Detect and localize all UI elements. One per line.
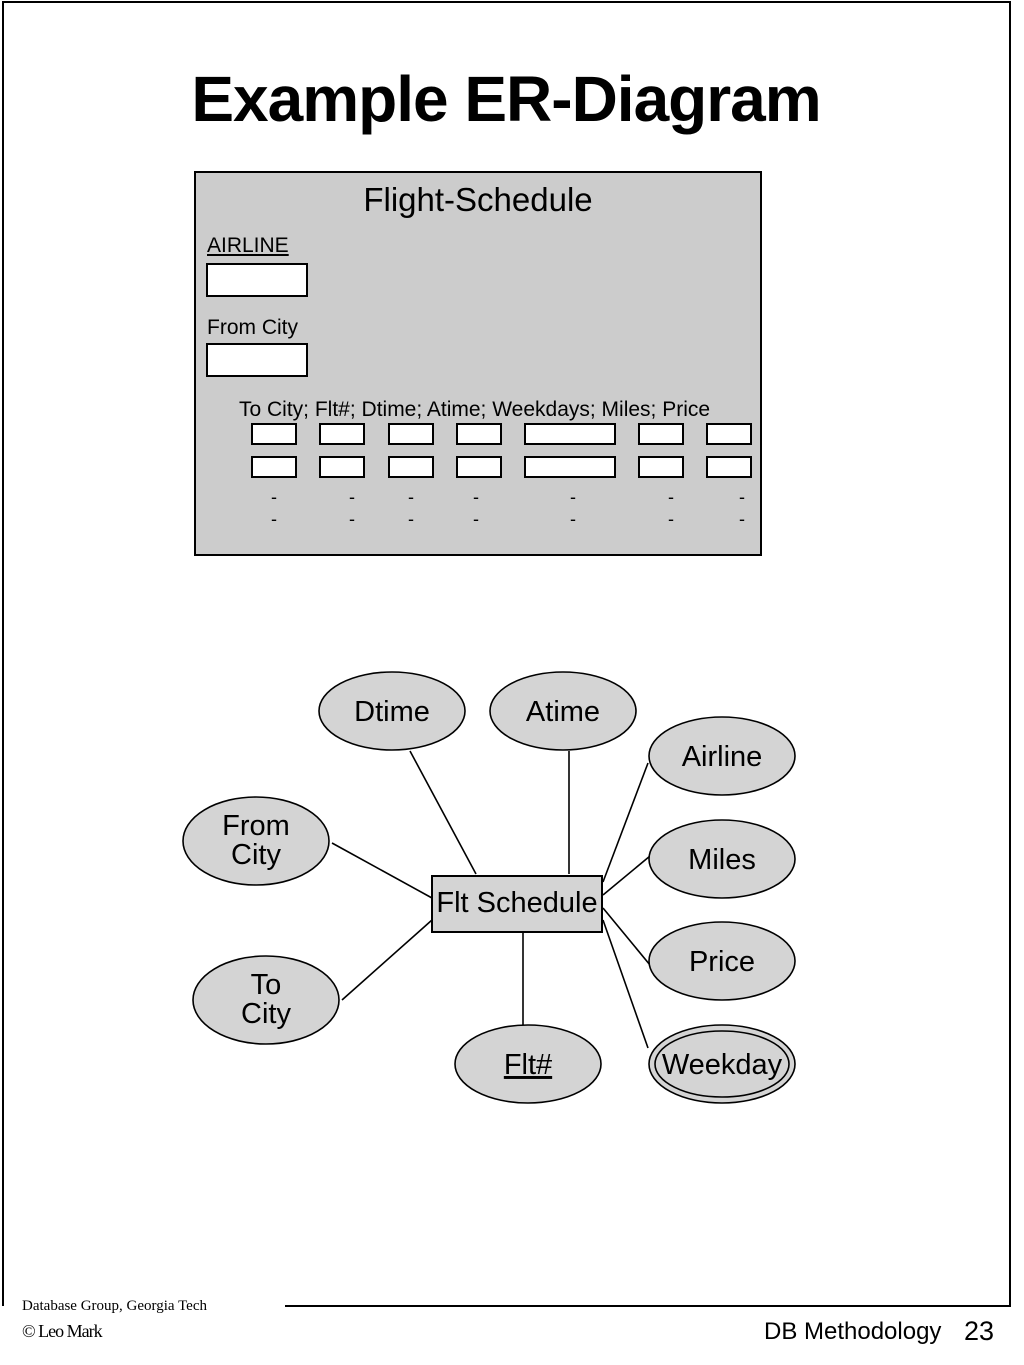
dtime-attribute-label: Dtime bbox=[354, 696, 430, 728]
to-city-attribute bbox=[192, 955, 340, 1045]
miles-connector bbox=[602, 855, 651, 896]
airline-attribute-label: Airline bbox=[682, 741, 763, 773]
from-city-field bbox=[206, 343, 308, 377]
price-attribute-label: Price bbox=[689, 946, 755, 978]
weekday-multivalued-attribute-outer bbox=[648, 1024, 796, 1104]
from-city-connector bbox=[331, 842, 433, 899]
airline-label: AIRLINE bbox=[207, 234, 289, 257]
relationship-lines bbox=[331, 750, 651, 1049]
atime-cell bbox=[456, 423, 502, 445]
slide-frame bbox=[2, 1, 1011, 1306]
continuation-dash: - bbox=[739, 487, 745, 507]
weekday-multivalued-attribute-label: Weekday bbox=[662, 1049, 783, 1081]
continuation-dash: - bbox=[668, 487, 674, 507]
continuation-dash: - bbox=[271, 509, 277, 529]
form-title: Flight-Schedule bbox=[363, 181, 593, 218]
price-cell bbox=[706, 423, 752, 445]
continuation-dash: - bbox=[473, 509, 479, 529]
miles-cell bbox=[638, 423, 684, 445]
footer-author: © Leo Mark bbox=[22, 1321, 103, 1341]
dtime-cell bbox=[388, 456, 434, 478]
price-connector bbox=[602, 907, 651, 966]
miles-attribute bbox=[648, 819, 796, 899]
airline-field bbox=[206, 263, 308, 297]
from-city-attribute bbox=[182, 796, 330, 886]
atime-attribute-label: Atime bbox=[526, 696, 600, 728]
airline-connector bbox=[602, 762, 649, 883]
slide-title: Example ER-Diagram bbox=[191, 63, 821, 135]
flight-schedule-form: Flight-Schedule AIRLINE From City To Cit… bbox=[194, 171, 762, 556]
continuation-dash: - bbox=[739, 509, 745, 529]
weekdays-cell bbox=[524, 423, 616, 445]
flt-no-key-attribute-label: Flt# bbox=[504, 1049, 552, 1081]
to-city-attribute-label-line1: To bbox=[251, 969, 282, 1001]
flt-no-cell bbox=[319, 456, 365, 478]
weekday-connector bbox=[602, 919, 649, 1049]
flt-schedule-entity bbox=[431, 875, 603, 933]
price-cell bbox=[706, 456, 752, 478]
footer-org: Database Group, Georgia Tech bbox=[22, 1298, 207, 1314]
continuation-dash: - bbox=[271, 487, 277, 507]
from-city-attribute-label-line1: From bbox=[222, 810, 290, 842]
dtime-cell bbox=[388, 423, 434, 445]
dtime-connector bbox=[409, 750, 477, 875]
to-city-connector bbox=[341, 919, 433, 1001]
airline-attribute bbox=[648, 716, 796, 796]
atime-cell bbox=[456, 456, 502, 478]
from-city-attribute-label-line2: City bbox=[231, 839, 281, 871]
flt-no-cell bbox=[319, 423, 365, 445]
flt-schedule-entity-label: Flt Schedule bbox=[436, 887, 597, 919]
footer-course: DB Methodology bbox=[764, 1318, 942, 1345]
continuation-dash: - bbox=[408, 509, 414, 529]
miles-attribute-label: Miles bbox=[688, 844, 756, 876]
miles-cell bbox=[638, 456, 684, 478]
continuation-dash: - bbox=[349, 487, 355, 507]
continuation-dash: - bbox=[473, 487, 479, 507]
atime-attribute bbox=[489, 671, 637, 751]
weekdays-cell bbox=[524, 456, 616, 478]
flt-no-key-attribute bbox=[454, 1024, 602, 1104]
footer-page-number: 23 bbox=[964, 1316, 995, 1346]
to-city-cell bbox=[251, 423, 297, 445]
continuation-dash: - bbox=[668, 509, 674, 529]
to-city-cell bbox=[251, 456, 297, 478]
price-attribute bbox=[648, 921, 796, 1001]
weekday-multivalued-attribute-inner bbox=[654, 1030, 790, 1098]
continuation-dash: - bbox=[570, 487, 576, 507]
from-city-label: From City bbox=[207, 316, 298, 339]
dtime-attribute bbox=[318, 671, 466, 751]
continuation-dash: - bbox=[349, 509, 355, 529]
continuation-dash: - bbox=[570, 509, 576, 529]
repeating-group-label: To City; Flt#; Dtime; Atime; Weekdays; M… bbox=[239, 398, 711, 421]
continuation-dash: - bbox=[408, 487, 414, 507]
to-city-attribute-label-line2: City bbox=[241, 998, 291, 1030]
